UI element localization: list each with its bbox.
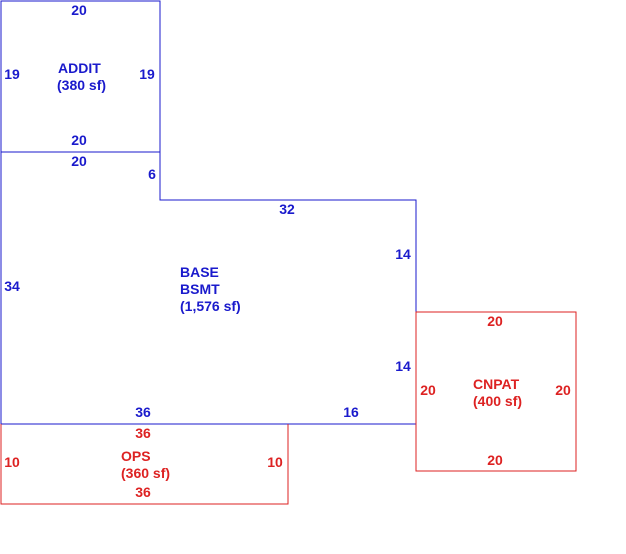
addit-dim-bottom: 20 xyxy=(71,132,87,148)
base-dim-notch-vertical: 6 xyxy=(148,166,156,182)
cnpat-dim-left: 20 xyxy=(420,382,436,398)
ops-label: OPS xyxy=(121,448,151,464)
ops-area: (360 sf) xyxy=(121,465,170,481)
base-label: BASE xyxy=(180,264,219,280)
ops-dim-left: 10 xyxy=(4,454,20,470)
cnpat-dim-right: 20 xyxy=(555,382,571,398)
base-dim-top: 20 xyxy=(71,153,87,169)
base-dim-notch-top: 32 xyxy=(279,201,295,217)
ops-dim-right: 10 xyxy=(267,454,283,470)
addit-dim-left: 19 xyxy=(4,66,20,82)
cnpat-area: (400 sf) xyxy=(473,393,522,409)
area-ops[interactable]: 36 10 10 36 OPS (360 sf) xyxy=(0,424,289,505)
addit-area: (380 sf) xyxy=(57,77,106,93)
base-dim-right-lower: 14 xyxy=(395,358,411,374)
cnpat-label: CNPAT xyxy=(473,376,520,392)
cnpat-dim-bottom: 20 xyxy=(487,452,503,468)
base-area: (1,576 sf) xyxy=(180,298,241,314)
cnpat-outline xyxy=(415,311,577,472)
base-label-2: BSMT xyxy=(180,281,220,297)
area-cnpat[interactable]: 20 20 20 20 CNPAT (400 sf) xyxy=(415,311,577,472)
base-dim-right-upper: 14 xyxy=(395,246,411,262)
ops-outline xyxy=(0,424,289,505)
area-base[interactable]: 20 6 32 14 14 34 36 16 BASE BSMT (1,576 … xyxy=(0,151,417,425)
ops-dim-bottom: 36 xyxy=(135,484,151,500)
addit-label: ADDIT xyxy=(58,60,101,76)
cnpat-dim-top: 20 xyxy=(487,313,503,329)
base-dim-bottom-left: 36 xyxy=(135,404,151,420)
base-dim-left: 34 xyxy=(4,278,20,294)
ops-dim-top: 36 xyxy=(135,425,151,441)
addit-dim-right: 19 xyxy=(139,66,155,82)
area-addit[interactable]: 20 19 19 20 ADDIT (380 sf) xyxy=(0,0,161,153)
addit-dim-top: 20 xyxy=(71,2,87,18)
base-dim-bottom-right: 16 xyxy=(343,404,359,420)
